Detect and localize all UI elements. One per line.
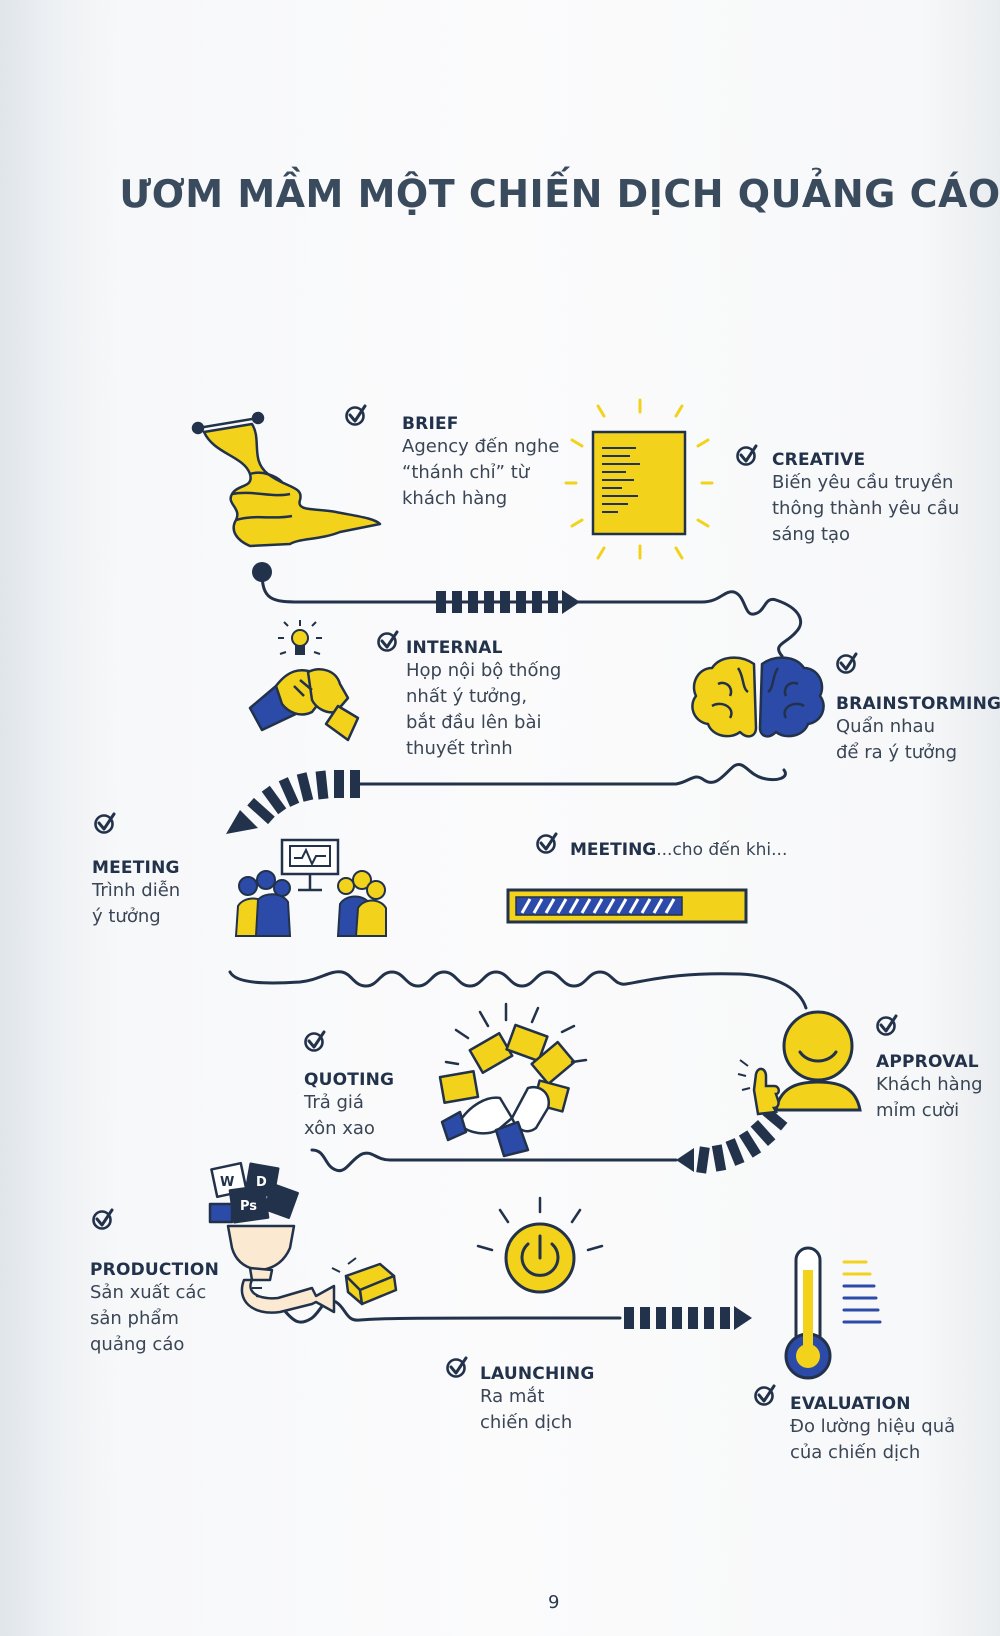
software-funnel-icon	[208, 1161, 336, 1314]
checkmark-icon	[536, 832, 558, 854]
svg-text:D: D	[256, 1175, 267, 1190]
progress-bar-icon	[506, 888, 748, 924]
step-heading: LAUNCHING	[480, 1364, 595, 1384]
step-heading: INTERNAL	[406, 638, 503, 658]
step-meeting: MEETING Trình diễn ý tưởng	[92, 858, 180, 930]
step-heading: MEETING	[570, 840, 657, 860]
arrow-curved-left	[226, 770, 360, 834]
checkmark-icon	[94, 812, 116, 834]
step-production: PRODUCTION Sản xuất các sản phẩm quảng c…	[90, 1260, 219, 1358]
step-text: Trả giá xôn xao	[304, 1092, 375, 1139]
arrow-right-3	[624, 1306, 752, 1330]
handshake-icon	[248, 668, 360, 742]
step-text: Trình diễn ý tưởng	[92, 880, 181, 927]
step-text: Ra mắt chiến dịch	[480, 1386, 573, 1433]
checkmark-icon	[836, 652, 858, 674]
audience-left-icon	[234, 870, 292, 937]
lightbulb-icon	[278, 620, 322, 655]
step-text: Khách hàng mỉm cười	[876, 1074, 983, 1121]
step-internal: INTERNAL Họp nội bộ thống nhất ý tưởng, …	[406, 638, 561, 762]
checkmark-icon	[876, 1014, 898, 1036]
checkmark-icon	[736, 444, 758, 466]
arrow-right-1	[436, 590, 580, 614]
page-number: 9	[548, 1592, 560, 1613]
checkmark-icon	[345, 404, 367, 426]
presentation-icon	[280, 838, 340, 892]
step-meeting-until: MEETING...cho đến khi...	[570, 840, 787, 860]
power-button-icon	[476, 1196, 604, 1294]
step-heading: APPROVAL	[876, 1052, 979, 1072]
document-icon	[591, 430, 687, 536]
step-quoting: QUOTING Trả giá xôn xao	[304, 1070, 394, 1142]
step-heading: CREATIVE	[772, 450, 866, 470]
step-brief: BRIEF Agency đến nghe “thánh chỉ” từ khá…	[402, 414, 559, 512]
step-heading: BRIEF	[402, 414, 459, 434]
scroll-icon	[191, 411, 382, 548]
software-letters: W D Ps	[220, 1175, 267, 1214]
checkmark-icon	[446, 1356, 468, 1378]
smiley-thumbs-up-icon	[737, 1010, 862, 1116]
step-heading: BRAINSTORMING	[836, 694, 1000, 714]
checkmark-icon	[92, 1208, 114, 1230]
step-text: Biến yêu cầu truyền thông thành yêu cầu …	[772, 472, 960, 545]
checkmark-icon	[377, 630, 399, 652]
document-rays	[564, 398, 714, 560]
product-box-icon	[331, 1257, 398, 1306]
step-text: Sản xuất các sản phẩm quảng cáo	[90, 1282, 207, 1355]
money-rays	[444, 1002, 588, 1066]
thermometer-icon	[784, 1246, 832, 1380]
checkmark-icon	[304, 1030, 326, 1052]
audience-right-icon	[336, 870, 387, 937]
svg-text:Ps: Ps	[240, 1199, 257, 1214]
process-path	[228, 562, 808, 1324]
step-heading: MEETING	[92, 858, 180, 878]
step-text: ...cho đến khi...	[656, 840, 788, 860]
step-evaluation: EVALUATION Đo lường hiệu quả của chiến d…	[790, 1394, 955, 1466]
money-hands-icon	[438, 1023, 576, 1158]
step-launching: LAUNCHING Ra mắt chiến dịch	[480, 1364, 595, 1436]
thermometer-scale	[842, 1260, 882, 1324]
brain-icon	[691, 656, 825, 738]
checkmark-icon	[754, 1384, 776, 1406]
step-text: Agency đến nghe “thánh chỉ” từ khách hàn…	[402, 436, 560, 509]
step-heading: EVALUATION	[790, 1394, 911, 1414]
step-text: Đo lường hiệu quả của chiến dịch	[790, 1416, 956, 1463]
step-brainstorming: BRAINSTORMING Quẩn nhau để ra ý tưởng	[836, 694, 1000, 766]
step-heading: PRODUCTION	[90, 1260, 219, 1280]
step-creative: CREATIVE Biến yêu cầu truyền thông thành…	[772, 450, 959, 548]
arrow-left-2	[676, 1107, 788, 1174]
page-title: ƯƠM MẦM MỘT CHIẾN DỊCH QUẢNG CÁO	[119, 172, 1000, 216]
step-text: Họp nội bộ thống nhất ý tưởng, bắt đầu l…	[406, 660, 562, 759]
step-heading: QUOTING	[304, 1070, 395, 1090]
step-text: Quẩn nhau để ra ý tưởng	[836, 716, 958, 763]
svg-text:W: W	[220, 1175, 234, 1190]
step-approval: APPROVAL Khách hàng mỉm cười	[876, 1052, 983, 1124]
